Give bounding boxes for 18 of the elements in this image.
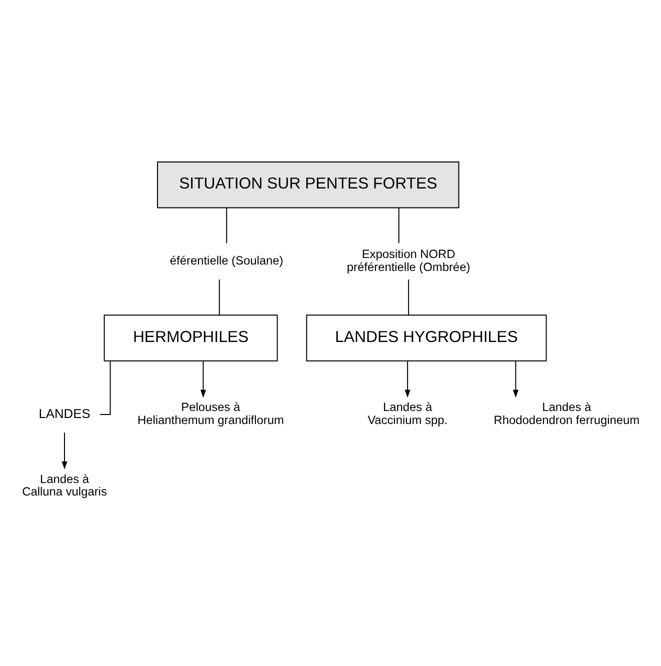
- arrow: [512, 360, 518, 398]
- connector: [218, 279, 220, 316]
- node-box: SITUATION SUR PENTES FORTES: [157, 161, 460, 208]
- node-text: Landes à Vaccinium spp.: [368, 400, 448, 428]
- node-text: Pelouses à Helianthemum grandiflorum: [137, 400, 284, 428]
- node-box: LANDES HYGROPHILES: [306, 314, 547, 362]
- node-text: éférentielle (Soulane): [170, 253, 284, 268]
- node-text: LANDES: [38, 406, 90, 421]
- arrow: [404, 360, 410, 398]
- node-box: HERMOPHILES: [104, 314, 278, 362]
- connector: [398, 207, 400, 244]
- node-text: Landes à Calluna vulgaris: [22, 472, 107, 499]
- arrow: [200, 360, 206, 398]
- connector: [408, 279, 410, 316]
- node-text: Landes à Rhododendron ferrugineum: [494, 400, 640, 428]
- arrow: [62, 432, 68, 470]
- node-text: Exposition NORD préférentielle (Ombrée): [346, 247, 470, 274]
- connector: [226, 207, 228, 244]
